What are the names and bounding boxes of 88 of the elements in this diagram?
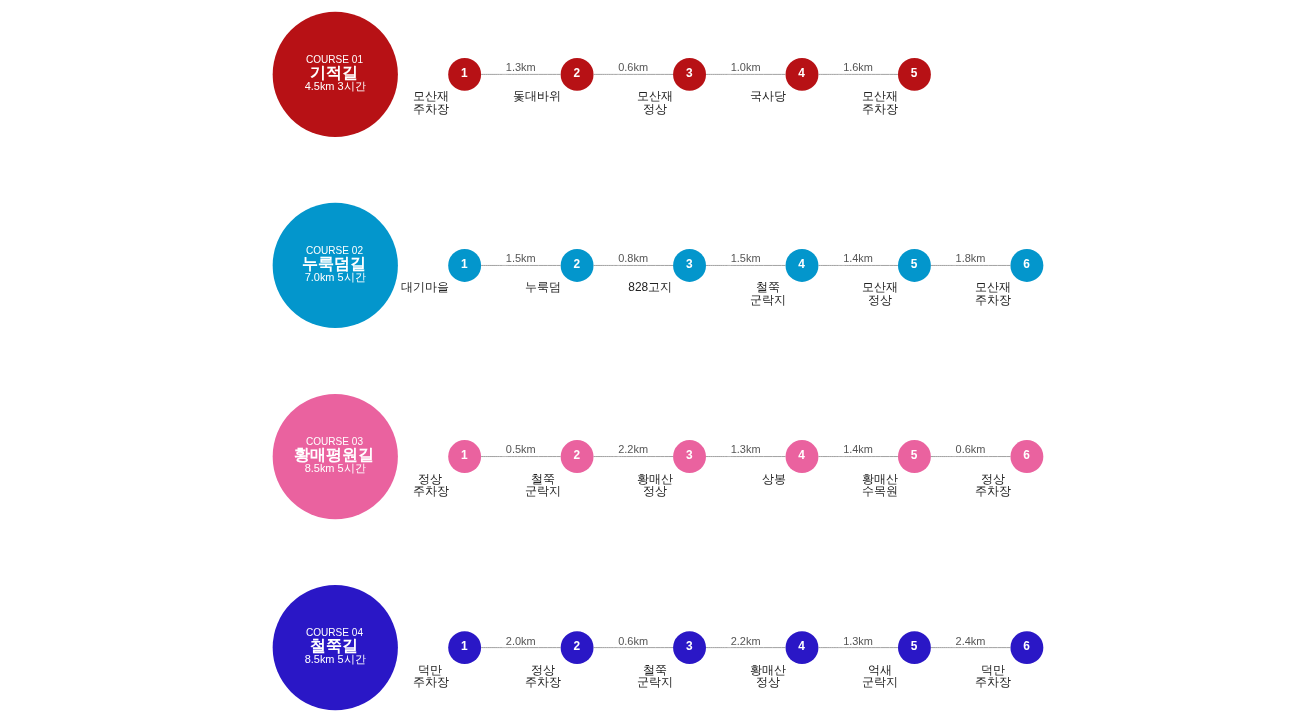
connector — [593, 73, 674, 75]
connector — [593, 647, 674, 649]
node-circle: 1 — [448, 57, 482, 91]
connector — [930, 265, 1011, 266]
node-label: 덕만 주차장 — [412, 662, 449, 690]
node-label: 모산재 정상 — [862, 280, 899, 308]
node-circle: COURSE 04 철쭉길 8.5km 5시간 — [272, 585, 398, 711]
node-circle: 5 — [898, 57, 931, 91]
node-circle: 2 — [560, 57, 594, 91]
edge-label: 1.5km — [505, 252, 536, 265]
node-circle: COURSE 02 누룩덤길 7.0km 5시간 — [272, 202, 398, 329]
node-label: 황매산 수목원 — [862, 471, 899, 499]
node-circle: 2 — [560, 249, 594, 282]
edge-label: 1.5km — [730, 252, 761, 265]
edge-label: 1.0km — [730, 61, 761, 74]
edge-label: 0.5km — [505, 443, 536, 456]
edge-label: 1.4km — [843, 252, 873, 265]
node-circle: 5 — [898, 440, 931, 473]
node-circle: 2 — [560, 631, 594, 665]
edge-label: 2.2km — [618, 443, 649, 456]
connector — [930, 456, 1011, 457]
connector — [480, 265, 561, 266]
node-circle: COURSE 03 황매평원길 8.5km 5시간 — [272, 393, 398, 520]
connector — [480, 456, 561, 457]
edge-label: 1.3km — [843, 634, 873, 647]
node-label: 대기마을 — [400, 280, 449, 295]
connector — [705, 456, 786, 457]
connector — [705, 647, 786, 649]
node-circle: 3 — [673, 631, 706, 665]
node-circle: 3 — [673, 57, 706, 91]
edge-label: 2.0km — [505, 634, 536, 647]
node-circle: 6 — [1010, 440, 1044, 473]
node-label: 모산재 정상 — [637, 89, 674, 117]
node-label: 국사당 — [749, 89, 786, 104]
edge-label: 0.6km — [955, 443, 986, 456]
node-circle: 2 — [560, 440, 594, 473]
node-label: 억새 군락지 — [862, 662, 899, 690]
node-label: 모산재 주차장 — [412, 89, 449, 117]
connector — [480, 647, 561, 649]
edge-label: 2.4km — [955, 634, 986, 647]
node-label: 정상 주차장 — [974, 471, 1011, 499]
connector — [818, 647, 899, 649]
node-label: 황매산 정상 — [637, 471, 674, 499]
edge-label: 0.8km — [618, 252, 649, 265]
node-label: 철쭉 군락지 — [524, 471, 561, 499]
node-label: 828고지 — [628, 280, 673, 295]
node-circle: 1 — [448, 631, 482, 665]
edge-label: 1.3km — [505, 61, 536, 74]
node-label: 덕만 주차장 — [974, 662, 1011, 690]
node-circle: 3 — [673, 249, 706, 282]
connector — [705, 265, 786, 266]
connector — [818, 73, 899, 75]
node-circle: 1 — [448, 440, 482, 473]
connector — [930, 647, 1011, 649]
connector — [480, 73, 561, 75]
edge-label: 1.4km — [843, 443, 873, 456]
connector — [705, 73, 786, 75]
edge-label: 1.6km — [843, 61, 873, 74]
node-circle: 5 — [898, 249, 931, 282]
node-label: 철쭉 군락지 — [637, 662, 674, 690]
node-circle: 6 — [1010, 631, 1044, 665]
edge-label: 1.8km — [955, 252, 986, 265]
node-label: 돛대바위 — [513, 89, 562, 104]
node-circle: COURSE 01 기적길 4.5km 3시간 — [272, 11, 398, 137]
node-label: 철쭉 군락지 — [749, 280, 786, 308]
edge-label: 0.6km — [618, 634, 649, 647]
node-circle: 6 — [1010, 249, 1044, 282]
edge-label: 1.3km — [730, 443, 761, 456]
node-label: 황매산 정상 — [749, 662, 786, 690]
connector — [818, 265, 899, 266]
node-label: 모산재 주차장 — [974, 280, 1011, 308]
node-label: 모산재 주차장 — [862, 89, 899, 117]
node-label: 정상 주차장 — [524, 662, 561, 690]
node-circle: 4 — [785, 631, 819, 665]
node-label: 상봉 — [761, 471, 786, 486]
connector — [593, 265, 674, 266]
connector — [593, 456, 674, 457]
node-circle: 3 — [673, 440, 706, 473]
node-label: 정상 주차장 — [412, 471, 449, 499]
connector — [818, 456, 899, 457]
node-circle: 1 — [448, 249, 482, 282]
node-circle: 4 — [785, 57, 819, 91]
node-label: 누룩덤 — [524, 280, 561, 295]
edge-label: 2.2km — [730, 634, 761, 647]
node-circle: 5 — [898, 631, 931, 665]
node-circle: 4 — [785, 249, 819, 282]
node-circle: 4 — [785, 440, 819, 473]
edge-label: 0.6km — [618, 61, 649, 74]
